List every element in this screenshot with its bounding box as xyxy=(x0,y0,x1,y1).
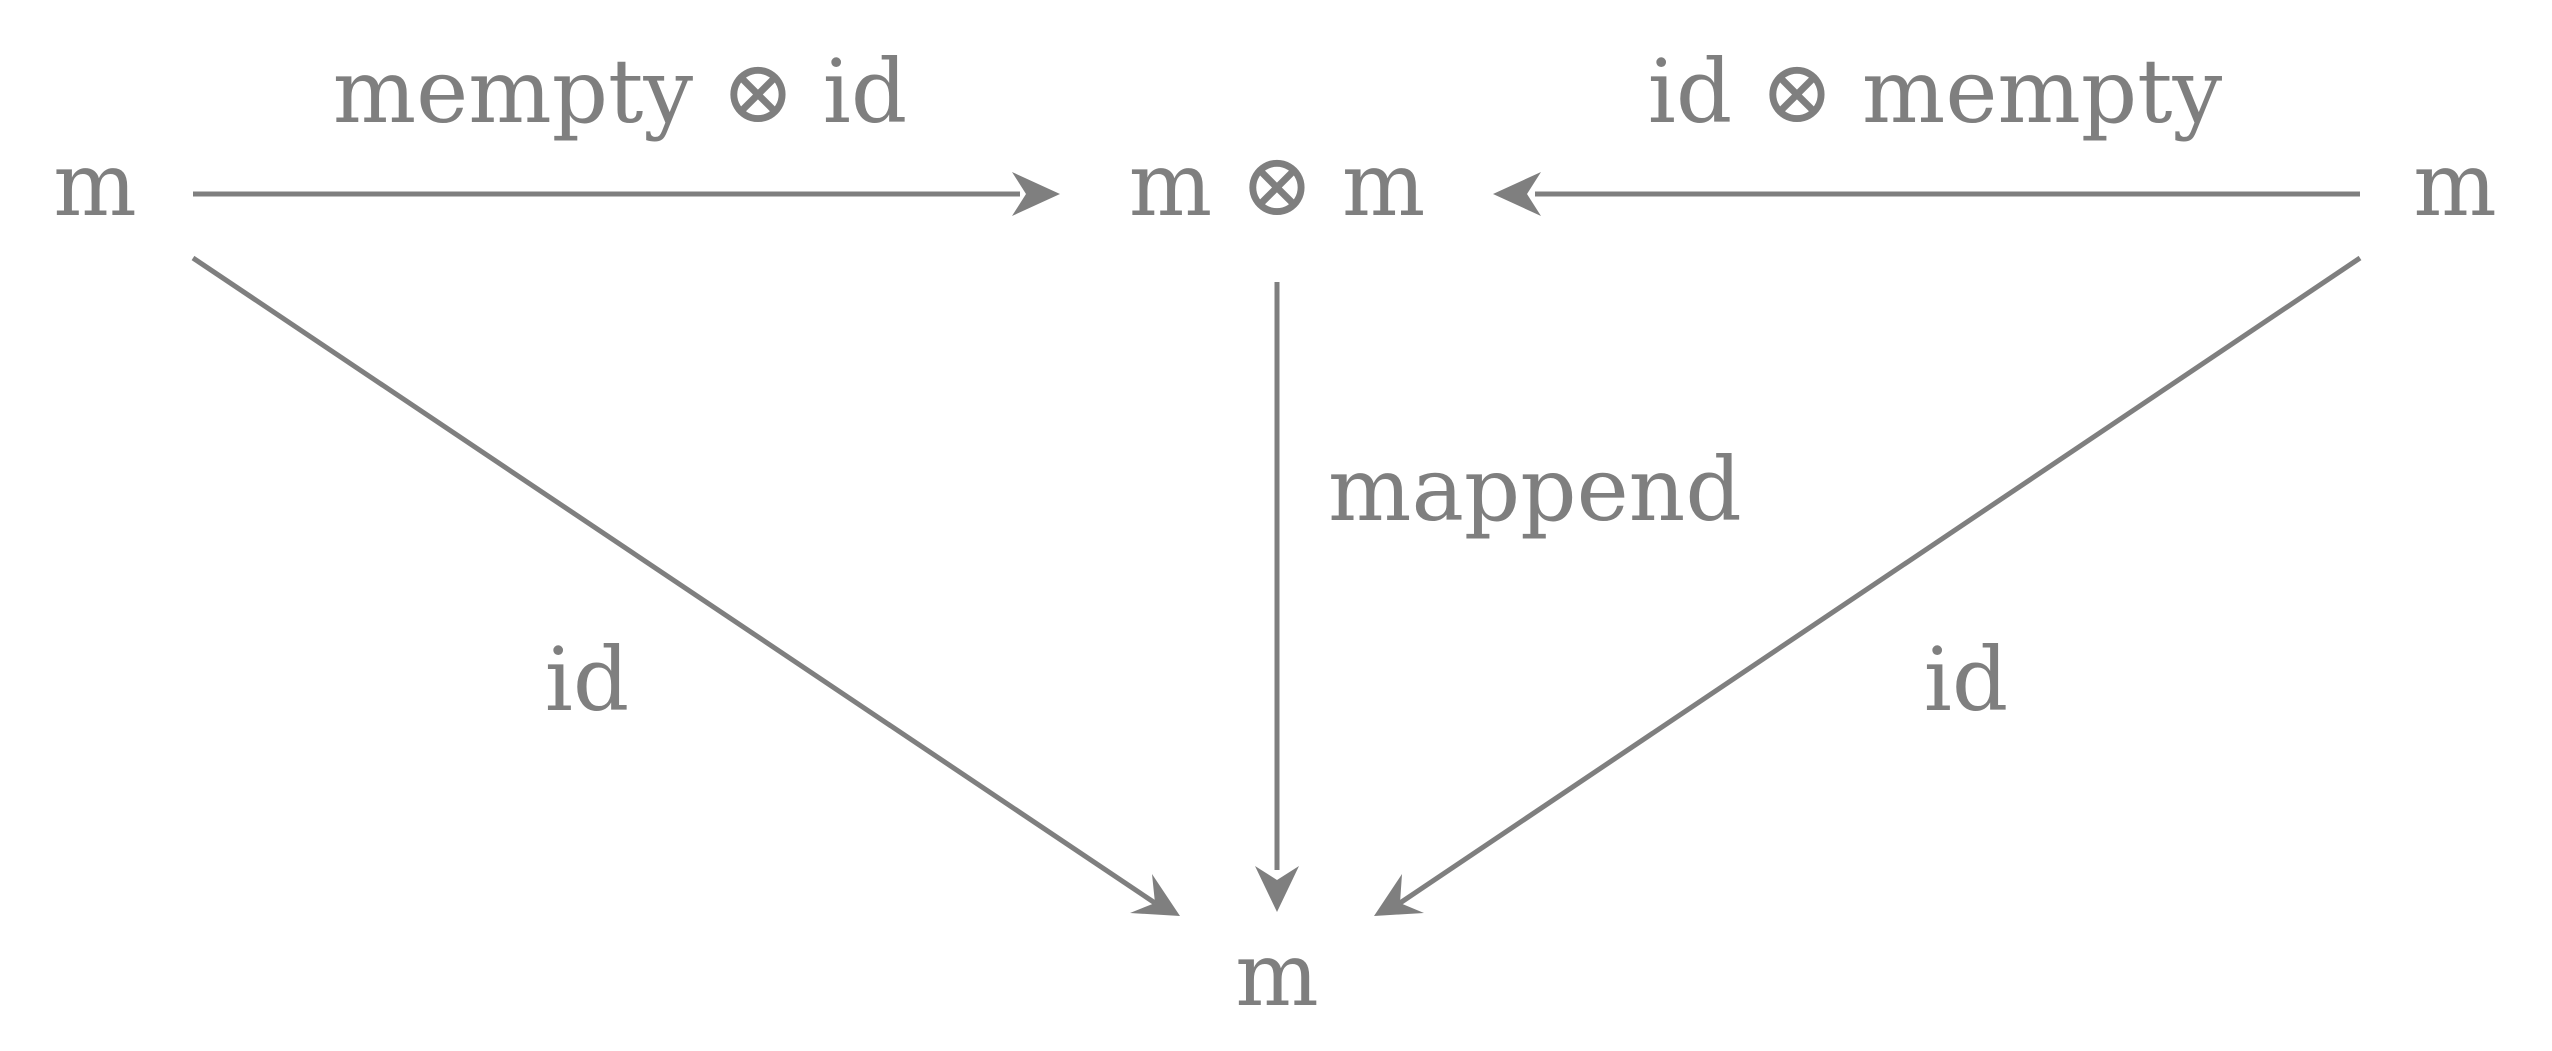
edge-label-left-to-bottom: id xyxy=(545,628,629,731)
arrowhead-right-to-center xyxy=(1493,172,1541,216)
node-bottom: m xyxy=(1235,923,1318,1026)
arrowhead-right-to-bottom xyxy=(1374,874,1424,916)
arrowhead-left-to-center xyxy=(1012,172,1060,216)
node-left: m xyxy=(53,133,136,236)
edge-left-to-bottom xyxy=(191,255,1157,906)
edge-right-to-bottom xyxy=(1398,255,2362,906)
edge-label-left-to-center: mempty ⊗ id xyxy=(333,40,908,143)
edge-label-center-to-bottom: mappend xyxy=(1328,438,1742,541)
arrowhead-left-to-bottom xyxy=(1130,874,1180,916)
edge-label-right-to-bottom: id xyxy=(1924,628,2008,731)
edge-label-right-to-center: id ⊗ mempty xyxy=(1648,40,2223,143)
node-center: m ⊗ m xyxy=(1129,133,1426,236)
node-right: m xyxy=(2413,133,2496,236)
arrowhead-center-to-bottom xyxy=(1255,866,1299,912)
